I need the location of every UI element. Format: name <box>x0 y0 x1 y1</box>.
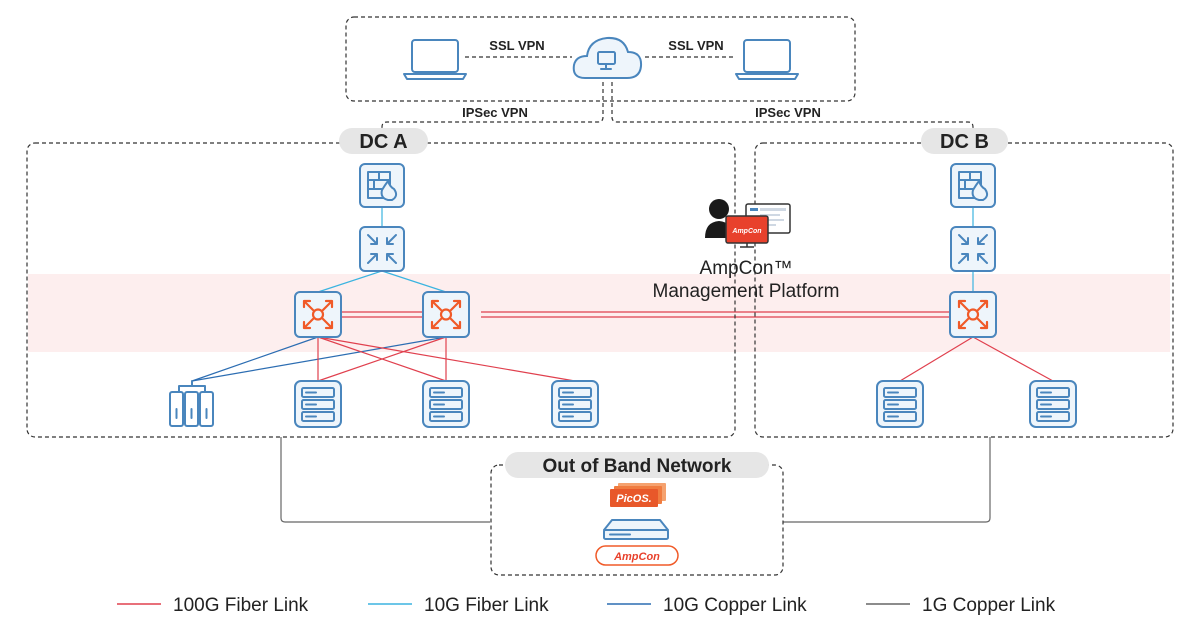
management-line1: AmpCon™ <box>700 258 793 279</box>
dcb-spine-switch-icon <box>949 291 997 338</box>
legend-item-10g-copper: 10G Copper Link <box>607 595 807 616</box>
ssl-vpn-left-label: SSL VPN <box>489 38 544 53</box>
legend: 100G Fiber Link 10G Fiber Link 10G Coppe… <box>117 595 1056 616</box>
dca-spine2-storage-link <box>191 336 447 382</box>
dcb-server-1-icon <box>876 380 924 428</box>
oob-title: Out of Band Network <box>543 456 732 477</box>
legend-item-100g-fiber: 100G Fiber Link <box>117 595 309 616</box>
legend-label-100g-fiber: 100G Fiber Link <box>173 595 309 616</box>
dc-a-title-pill <box>339 128 428 154</box>
ipsec-vpn-right-label: IPSec VPN <box>755 105 821 120</box>
links <box>191 56 1054 523</box>
legend-item-10g-fiber: 10G Fiber Link <box>368 595 549 616</box>
leaf-spine-highlight-band <box>28 274 1170 352</box>
remote-access-group <box>345 16 856 102</box>
dc-b-group <box>754 142 1174 438</box>
dcb-spine-server2-link <box>972 336 1054 382</box>
ipsec-vpn-left-link <box>381 82 604 140</box>
dca-spine-switch-1-icon <box>294 291 342 338</box>
management-line2: Management Platform <box>653 281 840 302</box>
dcb-firewall-icon <box>950 163 996 208</box>
dcb-core-switch-icon <box>950 226 996 272</box>
picos-logo-text: PicOS. <box>616 493 651 505</box>
dc-a-title: DC A <box>359 131 407 153</box>
dca-spine1-storage-link <box>191 336 319 382</box>
monitor-icon <box>725 203 791 248</box>
ampcon-logo-text: AmpCon <box>613 551 660 563</box>
dca-storage-icon <box>169 380 214 427</box>
ipsec-vpn-right-link <box>611 82 974 140</box>
ampcon-logo-badge <box>595 545 679 566</box>
dcb-server-2-icon <box>1029 380 1077 428</box>
cloud-icon <box>572 36 643 79</box>
dca-core-spine1-link <box>317 270 383 293</box>
dcb-oob-link <box>783 437 991 523</box>
dca-server-3-icon <box>551 380 599 428</box>
dcb-spine-server1-link <box>899 336 974 382</box>
dc-b-title: DC B <box>940 131 989 153</box>
legend-item-1g-copper: 1G Copper Link <box>866 595 1056 616</box>
monitor-logo-text: AmpCon <box>731 228 761 235</box>
network-appliance-icon <box>603 519 669 540</box>
dca-spine2-server1-link <box>317 336 447 382</box>
dca-core-switch-icon <box>359 226 405 272</box>
laptop-left-icon <box>403 39 467 80</box>
dca-server-2-icon <box>422 380 470 428</box>
oob-group <box>490 464 784 576</box>
dc-b-title-pill <box>921 128 1008 154</box>
dca-core-spine2-link <box>381 270 447 293</box>
legend-label-10g-copper: 10G Copper Link <box>663 595 807 616</box>
oob-title-pill <box>505 452 769 478</box>
dca-firewall-icon <box>359 163 405 208</box>
dca-oob-link <box>280 437 490 523</box>
dca-server-1-icon <box>294 380 342 428</box>
dca-spine-switch-2-icon <box>422 291 470 338</box>
laptop-right-icon <box>735 39 799 80</box>
picos-logo-icon <box>610 483 666 507</box>
ssl-vpn-right-label: SSL VPN <box>668 38 723 53</box>
legend-label-1g-copper: 1G Copper Link <box>922 595 1056 616</box>
legend-label-10g-fiber: 10G Fiber Link <box>424 595 549 616</box>
ipsec-vpn-left-label: IPSec VPN <box>462 105 528 120</box>
